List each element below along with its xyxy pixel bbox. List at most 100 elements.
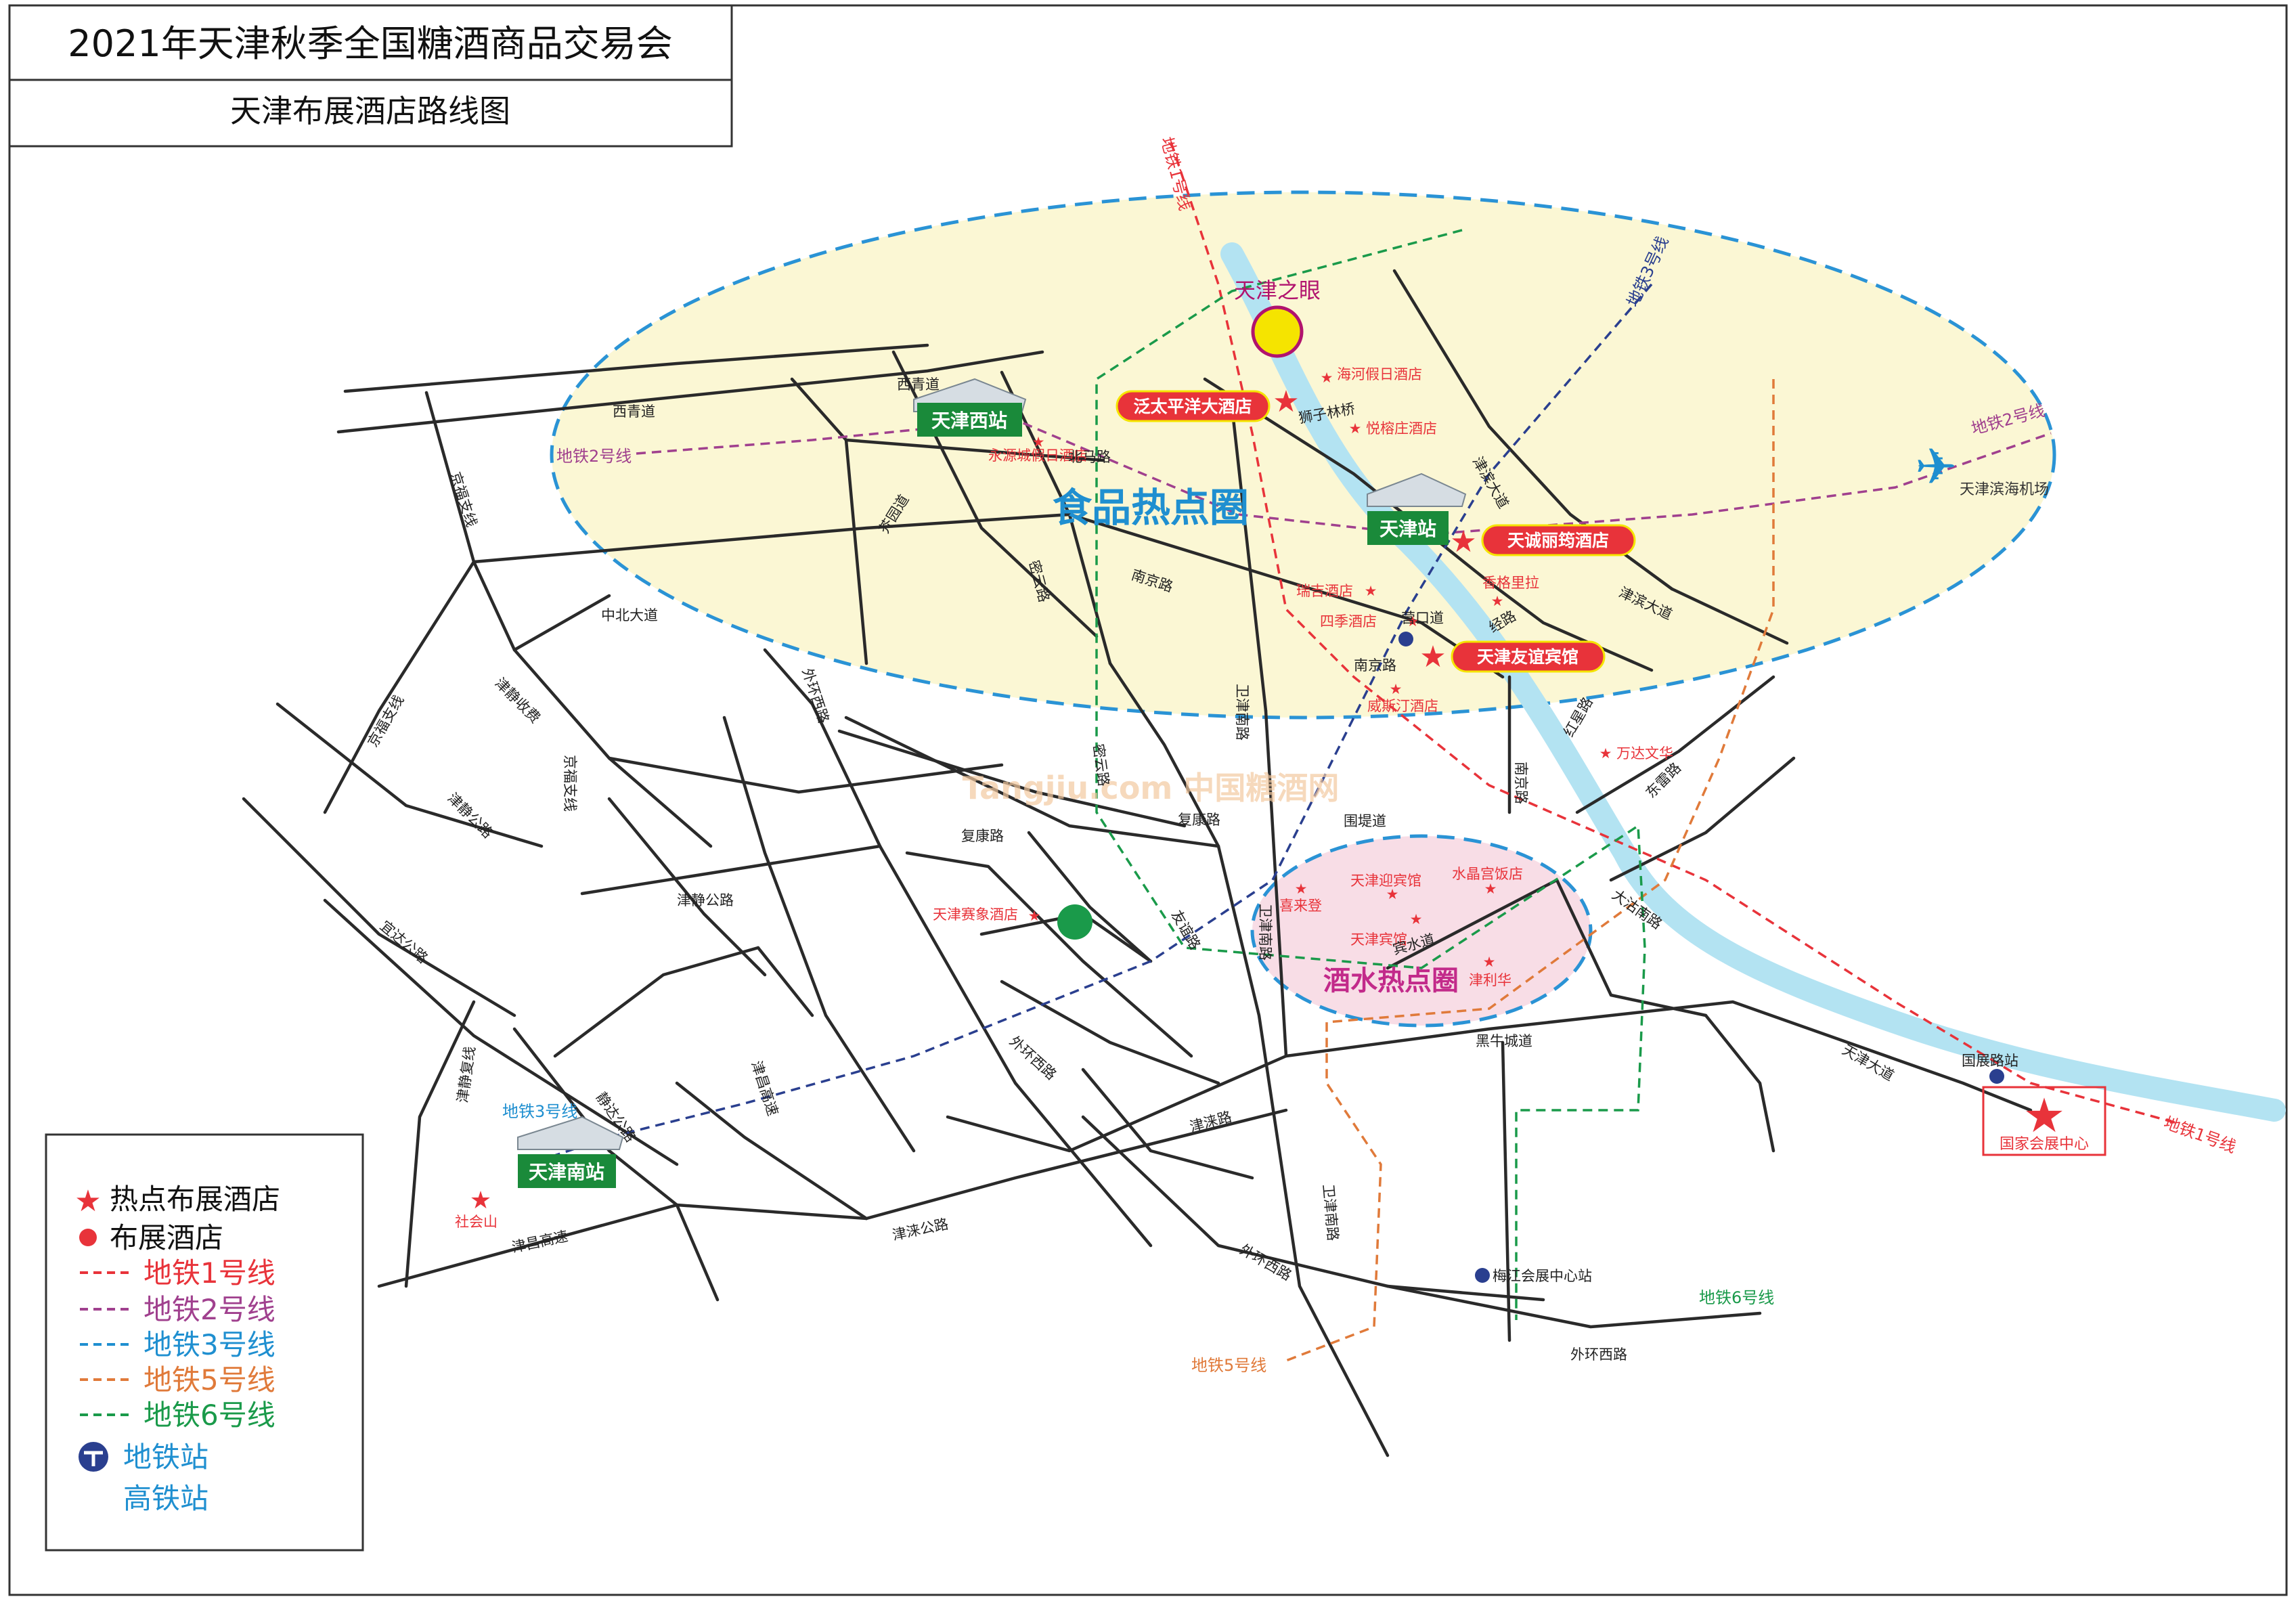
hot-hotel-name: 泛太平洋大酒店 bbox=[1133, 397, 1252, 416]
metro-label: 地铁6号线 bbox=[1699, 1288, 1774, 1307]
hotel-markers: ★ 海河假日酒店 ★ 悦榕庄酒店 ★ 永源城假日酒店 ★ 瑞吉酒店 ★ 四季酒店… bbox=[455, 366, 1673, 1230]
star-icon: ★ bbox=[1028, 908, 1041, 924]
road-label: 京福支线 bbox=[562, 755, 578, 812]
station-name-west: 天津西站 bbox=[931, 410, 1007, 432]
hot-hotel-badge bbox=[1481, 524, 1636, 556]
legend-line2: 地铁2号线 bbox=[144, 1293, 275, 1326]
hot-hotel-badge bbox=[1116, 390, 1271, 422]
hot-hotel-youyi: ★ 天津友谊宾馆 bbox=[1419, 640, 1606, 674]
station-badge bbox=[1367, 511, 1449, 545]
road-label: 复康路 bbox=[1178, 812, 1220, 828]
legend-hotel: 布展酒店 bbox=[110, 1221, 223, 1254]
legend-line3: 地铁3号线 bbox=[144, 1328, 275, 1361]
station-badge bbox=[518, 1154, 616, 1188]
station-name-south: 天津南站 bbox=[529, 1161, 604, 1183]
road-label: 外环西路 bbox=[1570, 1346, 1627, 1363]
hotel-label: 津利华 bbox=[1469, 972, 1511, 988]
food-zone-label: 食品热点圈 bbox=[1053, 485, 1249, 531]
exhibition-label: 国家会展中心 bbox=[2000, 1136, 2089, 1153]
star-icon: ★ bbox=[1365, 583, 1377, 599]
tianjin-eye-marker bbox=[1251, 305, 1304, 358]
star-icon: ★ bbox=[1321, 370, 1333, 386]
star-icon: ★ bbox=[1386, 886, 1399, 902]
road-label: 卫津南路 bbox=[1257, 904, 1273, 961]
legend-rail-station: 高铁站 bbox=[123, 1482, 208, 1515]
legend-line6: 地铁6号线 bbox=[144, 1399, 275, 1432]
road-label: 卫津南路 bbox=[1234, 684, 1250, 741]
hotel-label: 天津赛象酒店 bbox=[933, 906, 1018, 923]
road-label: 西青道 bbox=[613, 403, 655, 420]
airport-label: 天津滨海机场 bbox=[1960, 481, 2049, 498]
station-tianjin-west: 天津西站 bbox=[913, 378, 1027, 437]
metro-line-1 bbox=[1170, 141, 2180, 1125]
food-hot-zone bbox=[550, 190, 2056, 720]
legend-hot-hotel: 热点布展酒店 bbox=[110, 1183, 280, 1216]
hotel-label: 社会山 bbox=[455, 1214, 498, 1230]
haihe-river bbox=[1220, 242, 2286, 1122]
metro-line-5 bbox=[1285, 379, 1775, 1362]
hotel-label: 万达文华 bbox=[1616, 745, 1673, 762]
metro-label: 地铁5号线 bbox=[1191, 1356, 1266, 1375]
hot-hotel-fantaipingyang: 泛太平洋大酒店 ★ bbox=[1116, 385, 1300, 422]
metro-station-label: 国展路站 bbox=[1962, 1053, 2018, 1069]
metro-label: 地铁2号线 bbox=[556, 447, 632, 466]
watermark: Tangjiu.com 中国糖酒网 bbox=[963, 770, 1340, 806]
title-frame bbox=[8, 4, 733, 148]
exhibition-frame bbox=[1982, 1086, 2106, 1156]
hotel-label: 瑞吉酒店 bbox=[1296, 583, 1353, 599]
hotel-label: 喜来登 bbox=[1279, 898, 1322, 914]
hot-hotel-name: 天诚丽筠酒店 bbox=[1507, 531, 1609, 550]
station-tianjin: 天津站 bbox=[1367, 473, 1467, 545]
hotel-label: 水晶宫饭店 bbox=[1452, 866, 1523, 882]
metro-station-icon bbox=[79, 1442, 108, 1472]
star-icon: ★ bbox=[1450, 525, 1476, 559]
hotel-label: 永源城假日酒店 bbox=[988, 447, 1088, 464]
station-tianjin-south: 天津南站 bbox=[517, 1116, 624, 1188]
legend-line5: 地铁5号线 bbox=[144, 1363, 275, 1397]
road-network bbox=[242, 269, 2033, 1457]
star-icon: ★ bbox=[1273, 385, 1299, 419]
hot-hotel-name: 天津友谊宾馆 bbox=[1477, 647, 1578, 667]
metro-label: 地铁3号线 bbox=[502, 1102, 577, 1121]
metro-line-2 bbox=[636, 418, 2052, 536]
legend-metro-station: 地铁站 bbox=[123, 1441, 208, 1474]
star-icon: ★ bbox=[1410, 911, 1423, 927]
drink-zone-label: 酒水热点圈 bbox=[1323, 965, 1459, 996]
national-exhibition-center: ★ 国家会展中心 bbox=[1982, 1086, 2106, 1156]
road-label: 黑牛城道 bbox=[1476, 1033, 1532, 1049]
star-icon: ★ bbox=[1483, 954, 1496, 970]
airport-marker: ✈ 天津滨海机场 bbox=[1915, 438, 2049, 498]
title-box: 2021年天津秋季全国糖酒商品交易会 天津布展酒店路线图 bbox=[8, 4, 733, 148]
star-icon: ★ bbox=[1032, 434, 1045, 450]
plane-icon: ✈ bbox=[1915, 438, 1957, 496]
metro-station-icon bbox=[1989, 1069, 2004, 1084]
star-icon: ★ bbox=[470, 1187, 491, 1214]
road-label: 南京路 bbox=[1513, 762, 1529, 804]
road-label: 西青道 bbox=[897, 376, 940, 393]
road-label: 南京路 bbox=[1354, 657, 1396, 674]
star-icon: ★ bbox=[1349, 420, 1362, 437]
metro-station-label: 梅江会展中心站 bbox=[1493, 1268, 1592, 1284]
tianjin-eye-label: 天津之眼 bbox=[1234, 278, 1321, 303]
roundabout-marker bbox=[1057, 904, 1092, 940]
station-name-tianjin: 天津站 bbox=[1379, 518, 1436, 540]
legend-frame bbox=[45, 1133, 364, 1552]
hot-hotel-badge bbox=[1451, 640, 1606, 673]
metro-station-label: 营口道 bbox=[1401, 610, 1444, 626]
train-icon bbox=[517, 1116, 624, 1150]
star-icon: ★ bbox=[2023, 1088, 2066, 1143]
road-label: 中北大道 bbox=[601, 607, 658, 623]
train-icon bbox=[1367, 473, 1467, 507]
hotel-label: 悦榕庄酒店 bbox=[1366, 420, 1437, 437]
map-title: 2021年天津秋季全国糖酒商品交易会 bbox=[68, 22, 672, 65]
legend-line1: 地铁1号线 bbox=[144, 1256, 275, 1290]
metro-station-icon bbox=[1475, 1268, 1490, 1283]
star-icon: ★ bbox=[1491, 593, 1504, 609]
road-label: 围堤道 bbox=[1344, 813, 1386, 829]
map-subtitle: 天津布展酒店路线图 bbox=[230, 93, 510, 129]
station-badge bbox=[917, 403, 1022, 437]
hotel-label: 天津宾馆 bbox=[1350, 931, 1407, 948]
hotel-label: 香格里拉 bbox=[1482, 575, 1539, 591]
metro-station-icon bbox=[1398, 632, 1413, 646]
